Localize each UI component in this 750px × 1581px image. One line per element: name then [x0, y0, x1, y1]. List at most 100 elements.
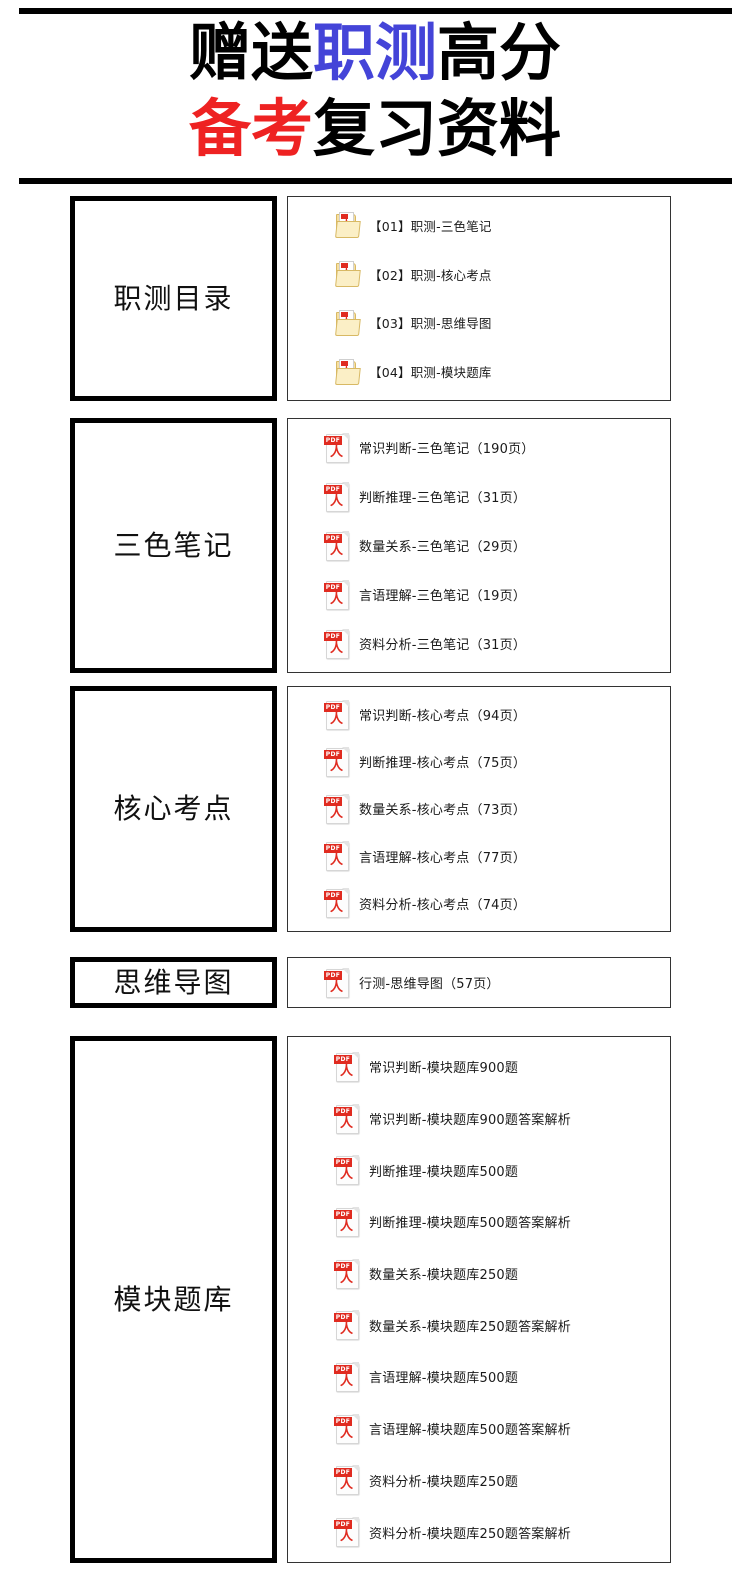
list-item-label: 数量关系-模块题库250题 [369, 1268, 519, 1284]
list-item-label: 【01】职测-三色笔记 [369, 218, 492, 234]
list-item[interactable]: PDF 人 判断推理-模块题库500题 [288, 1155, 670, 1186]
list-item[interactable]: 人 【04】职测-模块题库 [288, 357, 670, 387]
pdf-icon: PDF 人 [324, 530, 350, 561]
list-item[interactable]: PDF 人 数量关系-三色笔记（29页） [288, 530, 670, 561]
list-item[interactable]: PDF 人 数量关系-核心考点（73页） [288, 793, 670, 824]
acrobat-glyph: 人 [330, 542, 344, 558]
list-item[interactable]: PDF 人 常识判断-核心考点（94页） [288, 699, 670, 730]
list-item[interactable]: PDF 人 判断推理-模块题库500题答案解析 [288, 1206, 670, 1237]
acrobat-glyph: 人 [330, 640, 344, 656]
list-item-label: 资料分析-三色笔记（31页） [359, 638, 527, 653]
acrobat-glyph: 人 [340, 1270, 354, 1286]
acrobat-glyph: 人 [330, 493, 344, 509]
title-segment-zhice: 职测 [312, 16, 437, 89]
list-item-label: 常识判断-模块题库900题答案解析 [369, 1113, 571, 1129]
title-segment-zengsong: 赠送 [188, 16, 313, 89]
list-item[interactable]: PDF 人 常识判断-三色笔记（190页） [288, 432, 670, 463]
acrobat-glyph: 人 [340, 1425, 354, 1441]
pdf-icon: PDF 人 [334, 1258, 360, 1289]
header-top-rule [19, 8, 732, 14]
section-label-box-1: 三色笔记 [70, 418, 277, 673]
section-label-2: 核心考点 [113, 792, 234, 825]
title-segment-gaofen: 高分 [437, 16, 562, 89]
list-item[interactable]: PDF 人 数量关系-模块题库250题 [288, 1258, 670, 1289]
acrobat-glyph: 人 [340, 1218, 354, 1234]
pdf-banner-label: PDF [334, 1054, 352, 1064]
list-item-label: 常识判断-模块题库900题 [369, 1061, 519, 1077]
folder-icon: 人 [334, 259, 361, 289]
list-item[interactable]: PDF 人 资料分析-模块题库250题 [288, 1465, 670, 1496]
list-item-label: 数量关系-核心考点（73页） [359, 803, 527, 819]
acrobat-glyph: 人 [340, 1322, 354, 1338]
pdf-banner-label: PDF [324, 844, 342, 854]
acrobat-glyph: 人 [330, 758, 344, 774]
pdf-icon: PDF 人 [334, 1155, 360, 1186]
list-item[interactable]: PDF 人 判断推理-三色笔记（31页） [288, 481, 670, 512]
pdf-icon: PDF 人 [334, 1517, 360, 1548]
list-item[interactable]: PDF 人 行测-思维导图（57页） [288, 967, 670, 998]
folder-icon: 人 [334, 357, 361, 387]
section-list-box-2: PDF 人 常识判断-核心考点（94页） PDF 人 判断推理-核心考点（75页… [287, 686, 671, 932]
list-item-label: 言语理解-三色笔记（19页） [359, 589, 527, 604]
folder-icon: 人 [334, 308, 361, 338]
list-item-label: 数量关系-三色笔记（29页） [359, 540, 527, 555]
pdf-icon: PDF 人 [334, 1206, 360, 1237]
pdf-icon: PDF 人 [324, 841, 350, 872]
acrobat-glyph: 人 [330, 444, 344, 460]
list-item[interactable]: PDF 人 数量关系-模块题库250题答案解析 [288, 1310, 670, 1341]
pdf-banner-label: PDF [324, 435, 342, 445]
pdf-icon: PDF 人 [334, 1103, 360, 1134]
list-item[interactable]: PDF 人 言语理解-模块题库500题答案解析 [288, 1413, 670, 1444]
pdf-banner-label: PDF [334, 1520, 352, 1530]
title-segment-beikao: 备考 [188, 92, 313, 165]
list-item[interactable]: 人 【02】职测-核心考点 [288, 259, 670, 289]
section-label-box-4: 模块题库 [70, 1036, 277, 1563]
section-label-3: 思维导图 [113, 965, 234, 999]
list-item[interactable]: PDF 人 言语理解-模块题库500题 [288, 1361, 670, 1392]
section-list-box-1: PDF 人 常识判断-三色笔记（190页） PDF 人 判断推理-三色笔记（31… [287, 418, 671, 673]
pdf-banner-label: PDF [334, 1261, 352, 1271]
list-item-label: 行测-思维导图（57页） [359, 977, 500, 992]
list-item-label: 常识判断-三色笔记（190页） [359, 442, 535, 457]
list-item[interactable]: PDF 人 资料分析-三色笔记（31页） [288, 628, 670, 659]
pdf-banner-label: PDF [324, 891, 342, 901]
acrobat-glyph: 人 [340, 1115, 354, 1131]
acrobat-glyph: 人 [340, 1373, 354, 1389]
list-item-label: 言语理解-模块题库500题 [369, 1371, 519, 1387]
section-label-4: 模块题库 [113, 1282, 234, 1316]
list-item[interactable]: 人 【01】职测-三色笔记 [288, 210, 670, 240]
acrobat-glyph: 人 [340, 1529, 354, 1545]
pdf-icon: PDF 人 [324, 481, 350, 512]
list-item[interactable]: PDF 人 言语理解-核心考点（77页） [288, 841, 670, 872]
pdf-icon: PDF 人 [324, 793, 350, 824]
header-bottom-rule [19, 178, 732, 184]
pdf-icon: PDF 人 [324, 432, 350, 463]
list-item-label: 判断推理-核心考点（75页） [359, 756, 527, 772]
list-item-label: 判断推理-模块题库500题 [369, 1164, 519, 1180]
list-item[interactable]: PDF 人 言语理解-三色笔记（19页） [288, 579, 670, 610]
pdf-banner-label: PDF [324, 533, 342, 543]
pdf-banner-label: PDF [334, 1158, 352, 1168]
acrobat-glyph: 人 [330, 979, 344, 995]
title-segment-fuxiziliao: 复习资料 [313, 92, 562, 165]
list-item-label: 资料分析-模块题库250题 [369, 1474, 519, 1490]
section-label-1: 三色笔记 [113, 528, 234, 562]
promo-title-line-2: 备考复习资料 [0, 98, 750, 160]
acrobat-glyph: 人 [330, 591, 344, 607]
list-item[interactable]: PDF 人 资料分析-核心考点（74页） [288, 888, 670, 919]
list-item-label: 言语理解-核心考点（77页） [359, 850, 527, 866]
list-item-label: 判断推理-模块题库500题答案解析 [369, 1216, 571, 1232]
list-item[interactable]: PDF 人 资料分析-模块题库250题答案解析 [288, 1517, 670, 1548]
list-item[interactable]: PDF 人 常识判断-模块题库900题答案解析 [288, 1103, 670, 1134]
pdf-icon: PDF 人 [334, 1413, 360, 1444]
list-item[interactable]: 人 【03】职测-思维导图 [288, 308, 670, 338]
list-item[interactable]: PDF 人 判断推理-核心考点（75页） [288, 746, 670, 777]
list-item-label: 常识判断-核心考点（94页） [359, 709, 527, 725]
pdf-banner-label: PDF [334, 1313, 352, 1323]
list-item-label: 言语理解-模块题库500题答案解析 [369, 1423, 571, 1439]
acrobat-glyph: 人 [340, 1167, 354, 1183]
list-item-label: 资料分析-核心考点（74页） [359, 897, 527, 913]
promo-header: 赠送职测高分 备考复习资料 [0, 0, 750, 188]
list-item[interactable]: PDF 人 常识判断-模块题库900题 [288, 1051, 670, 1082]
section-list-box-3: PDF 人 行测-思维导图（57页） [287, 957, 671, 1008]
